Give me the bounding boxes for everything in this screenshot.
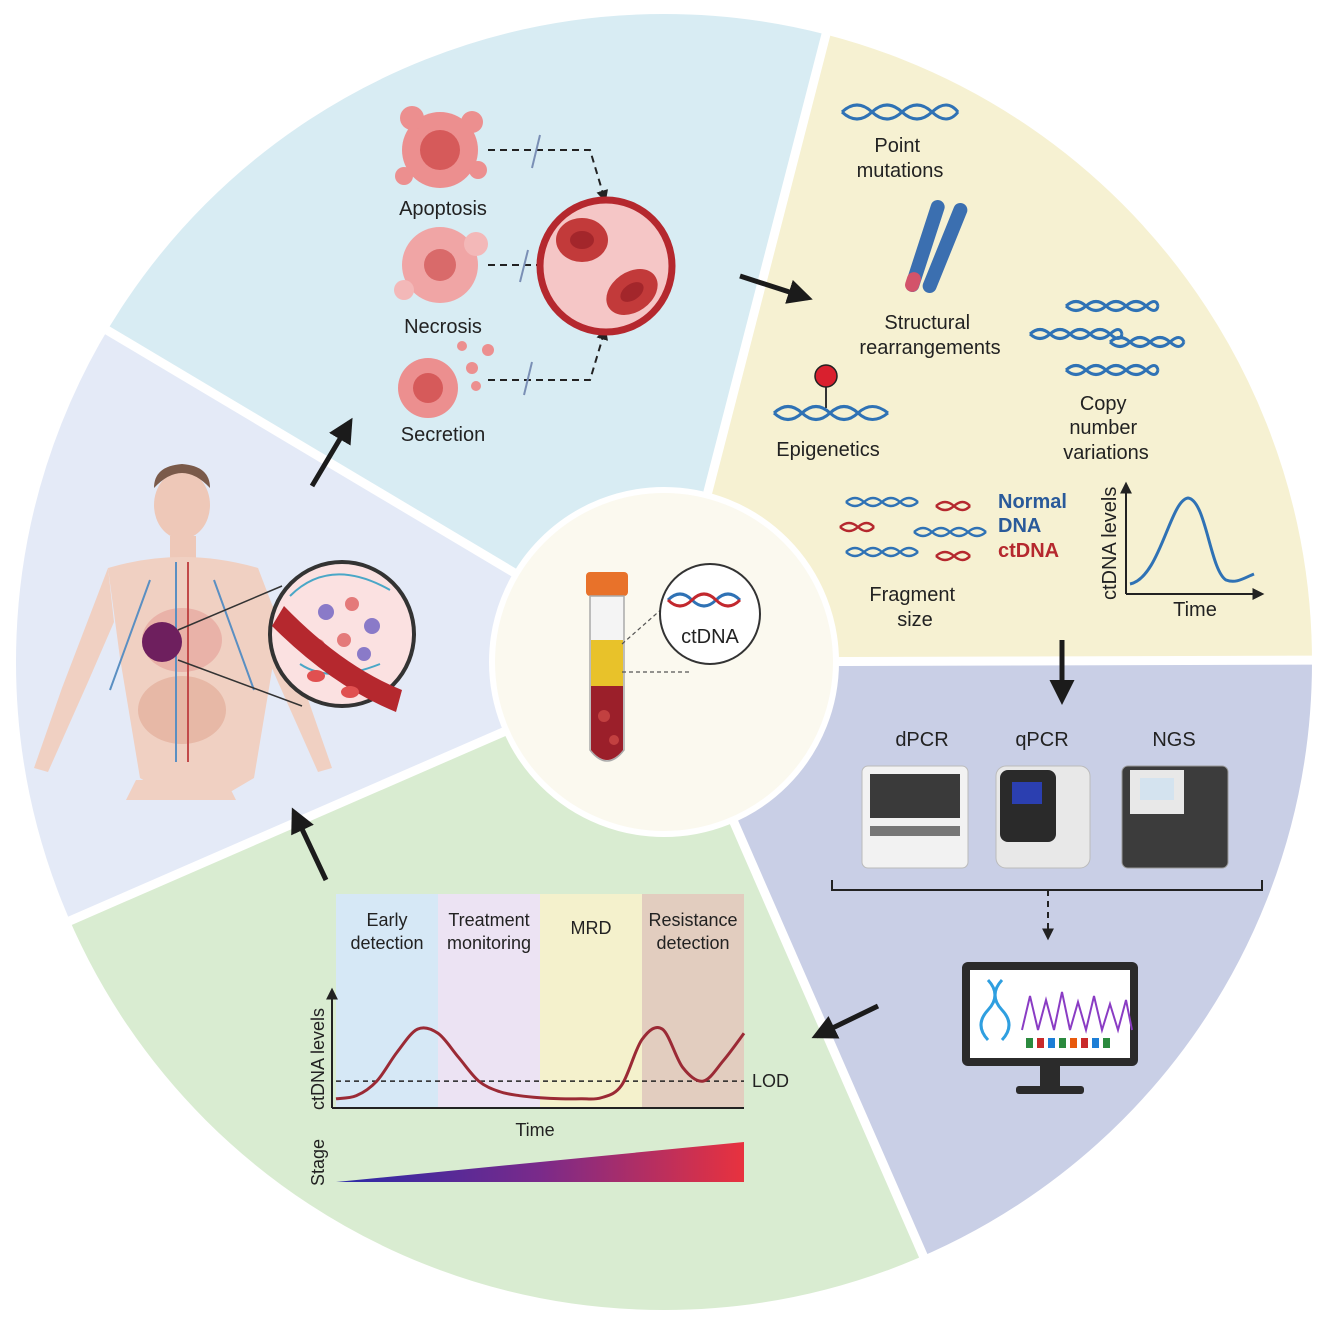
release-section: Apoptosis Necrosis Secretion <box>394 106 813 446</box>
fragment-size-dna-icons <box>839 496 987 562</box>
lod-label: LOD <box>752 1071 789 1091</box>
stage-gradient-wedge <box>336 1142 744 1182</box>
center-section: ctDNA <box>489 487 839 837</box>
epigenetics-label: Epigenetics <box>776 439 879 461</box>
apoptotic-cell-icon <box>395 106 487 188</box>
phase-label: Treatment <box>448 910 529 930</box>
blood-tube-icon <box>586 572 628 762</box>
tube-zoom-lines <box>621 599 692 673</box>
copy-number-label: Copy number variations <box>1063 393 1149 464</box>
phase-labels: Early detection Treatment monitoring MRD Resi… <box>350 910 737 953</box>
legend-ctdna: ctDNA <box>998 540 1059 562</box>
applications-section: Early detection Treatment monitoring MRD Resi… <box>291 807 789 1186</box>
detection-to-applications-arrow <box>811 1003 880 1039</box>
mini-chart-curve <box>1129 496 1255 586</box>
zoom-lines <box>177 585 303 707</box>
mini-ctdna-chart: ctDNA levels Time <box>1099 481 1265 621</box>
copy-number-dna-icons <box>1028 300 1186 376</box>
structural-label: Structural rearrangements <box>859 312 1000 359</box>
point-mutation-dna-icon <box>840 103 960 121</box>
ctdna-level-curve <box>335 1025 746 1101</box>
method-label-dpcr: dPCR <box>895 729 948 751</box>
patient-section <box>34 417 416 800</box>
detection-section: dPCR qPCR NGS <box>811 729 1263 1094</box>
methylation-dna-icon <box>772 364 889 421</box>
phase-band <box>438 894 540 1108</box>
mini-chart-xlabel: Time <box>1173 599 1217 621</box>
ngs-instrument-icon <box>1121 765 1229 869</box>
phase-band <box>336 894 438 1108</box>
phase-label: Resistance <box>648 910 737 930</box>
qpcr-instrument-icon <box>995 765 1091 869</box>
method-label-qpcr: qPCR <box>1015 729 1068 751</box>
dna-fragment-icons <box>519 134 541 396</box>
fragment-size-label: Fragment size <box>869 584 960 631</box>
applications-to-patient-arrow <box>291 807 329 882</box>
point-mutations-label: Point mutations <box>857 135 944 182</box>
app-chart-ylabel: ctDNA levels <box>308 1008 328 1110</box>
apoptosis-label: Apoptosis <box>399 198 487 220</box>
phase-band <box>642 894 744 1108</box>
phase-label: monitoring <box>447 933 531 953</box>
tumor-vessel-zoom-icon <box>268 560 416 712</box>
ctdna-zoom-circle <box>659 563 761 665</box>
sequence-bars <box>1026 1038 1110 1048</box>
secreting-cell-icon <box>398 341 494 418</box>
chromosome-icon <box>905 200 968 294</box>
phase-label: Early <box>366 910 407 930</box>
patient-to-release-arrow <box>309 417 353 488</box>
phase-label: detection <box>350 933 423 953</box>
phase-bands <box>336 894 744 1108</box>
dpcr-instrument-icon <box>861 765 969 869</box>
features-section: Point mutations Structural rearrangement… <box>772 103 1265 705</box>
necrotic-cell-icon <box>394 227 488 303</box>
center-circle <box>489 487 839 837</box>
phase-label: detection <box>656 933 729 953</box>
mini-chart-ylabel: ctDNA levels <box>1099 487 1121 600</box>
legend-normal-dna: Normal DNA <box>998 491 1072 537</box>
phase-band <box>540 894 642 1108</box>
analysis-monitor-icon <box>962 962 1138 1094</box>
secretion-label: Secretion <box>401 424 486 446</box>
stage-label: Stage <box>308 1139 328 1186</box>
app-chart-xlabel: Time <box>515 1120 554 1140</box>
phase-label: MRD <box>571 918 612 938</box>
center-ctdna-label: ctDNA <box>681 626 739 648</box>
ctdna-helix-icon <box>666 592 742 608</box>
necrosis-label: Necrosis <box>404 316 482 338</box>
blood-vessel-icon <box>536 196 676 336</box>
app-chart-axes <box>326 987 744 1109</box>
method-label-ngs: NGS <box>1152 729 1195 751</box>
release-to-features-arrow <box>739 273 813 304</box>
